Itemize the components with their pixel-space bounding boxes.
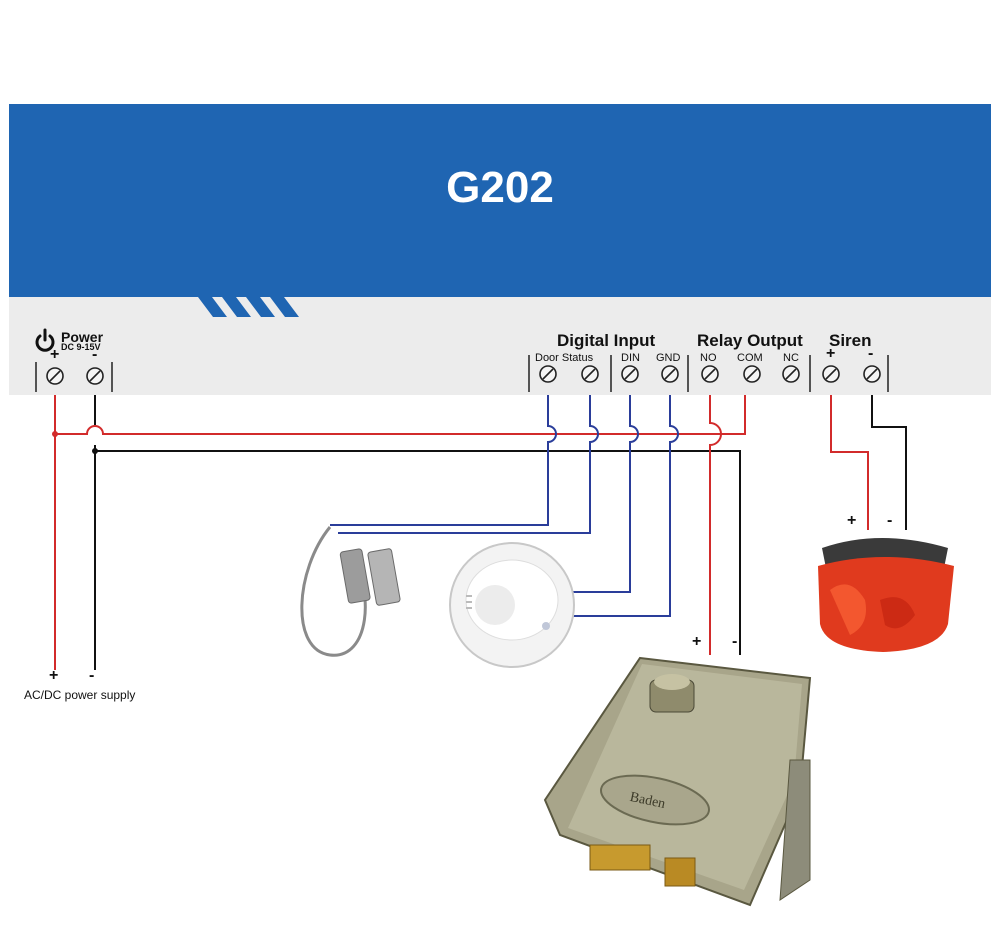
siren-plus-label: + (826, 345, 836, 362)
lock-device-minus: - (732, 633, 738, 650)
siren-device-minus: - (887, 512, 893, 529)
wire-siren-positive (830, 395, 869, 530)
wire-door (330, 395, 557, 526)
relay-no-label: NO (700, 352, 717, 364)
screw-terminal-power-plus (46, 367, 64, 385)
terminal-separators (35, 355, 889, 392)
screw-terminal-siren-plus (822, 365, 840, 383)
wires (54, 395, 907, 670)
wire-positive-bus (55, 395, 746, 435)
door-status-label: Door Status (535, 352, 594, 364)
digital-input-label: Digital Input (557, 331, 656, 350)
panel-stripes (198, 297, 299, 317)
screw-terminal-nc (782, 365, 800, 383)
wire-gnd (566, 395, 679, 617)
power-sublabel: DC 9-15V (61, 342, 101, 352)
screw-terminal-no (701, 365, 719, 383)
power-plus-label: + (50, 346, 60, 363)
power-icon (35, 328, 55, 352)
psu-plus-label: + (49, 667, 59, 684)
electric-lock-icon: Baden (543, 656, 812, 907)
relay-com-label: COM (737, 352, 763, 364)
lock-brand-text: Baden (628, 790, 666, 812)
screw-terminal-status (581, 365, 599, 383)
junction-dot-positive (52, 431, 58, 437)
siren-minus-label: - (868, 345, 874, 362)
gnd-label: GND (656, 352, 681, 364)
wire-status (338, 395, 599, 534)
wire-din (558, 395, 639, 593)
screw-terminals (46, 365, 881, 385)
power-minus-label: - (92, 346, 98, 363)
psu-minus-label: - (89, 667, 95, 684)
psu-label: AC/DC power supply (24, 688, 136, 702)
relay-output-label: Relay Output (697, 331, 803, 350)
screw-terminal-gnd (661, 365, 679, 383)
siren-icon (818, 538, 954, 652)
wire-negative-bus (95, 450, 741, 655)
siren-label: Siren (829, 331, 872, 350)
door-sensor-icon (300, 526, 401, 657)
smoke-detector-icon (449, 542, 575, 668)
power-label: Power (61, 329, 104, 345)
lock-device-plus: + (692, 633, 702, 650)
device-panel (9, 104, 991, 317)
junction-dot-negative (92, 448, 98, 454)
screw-terminal-power-minus (86, 367, 104, 385)
screw-terminal-door (539, 365, 557, 383)
siren-device-plus: + (847, 512, 857, 529)
screw-terminal-din (621, 365, 639, 383)
wire-lock-positive (709, 395, 722, 655)
relay-nc-label: NC (783, 352, 799, 364)
screw-terminal-siren-minus (863, 365, 881, 383)
device-model-title: G202 (446, 163, 554, 212)
din-label: DIN (621, 352, 640, 364)
wire-siren-negative (871, 395, 907, 530)
screw-terminal-com (743, 365, 761, 383)
